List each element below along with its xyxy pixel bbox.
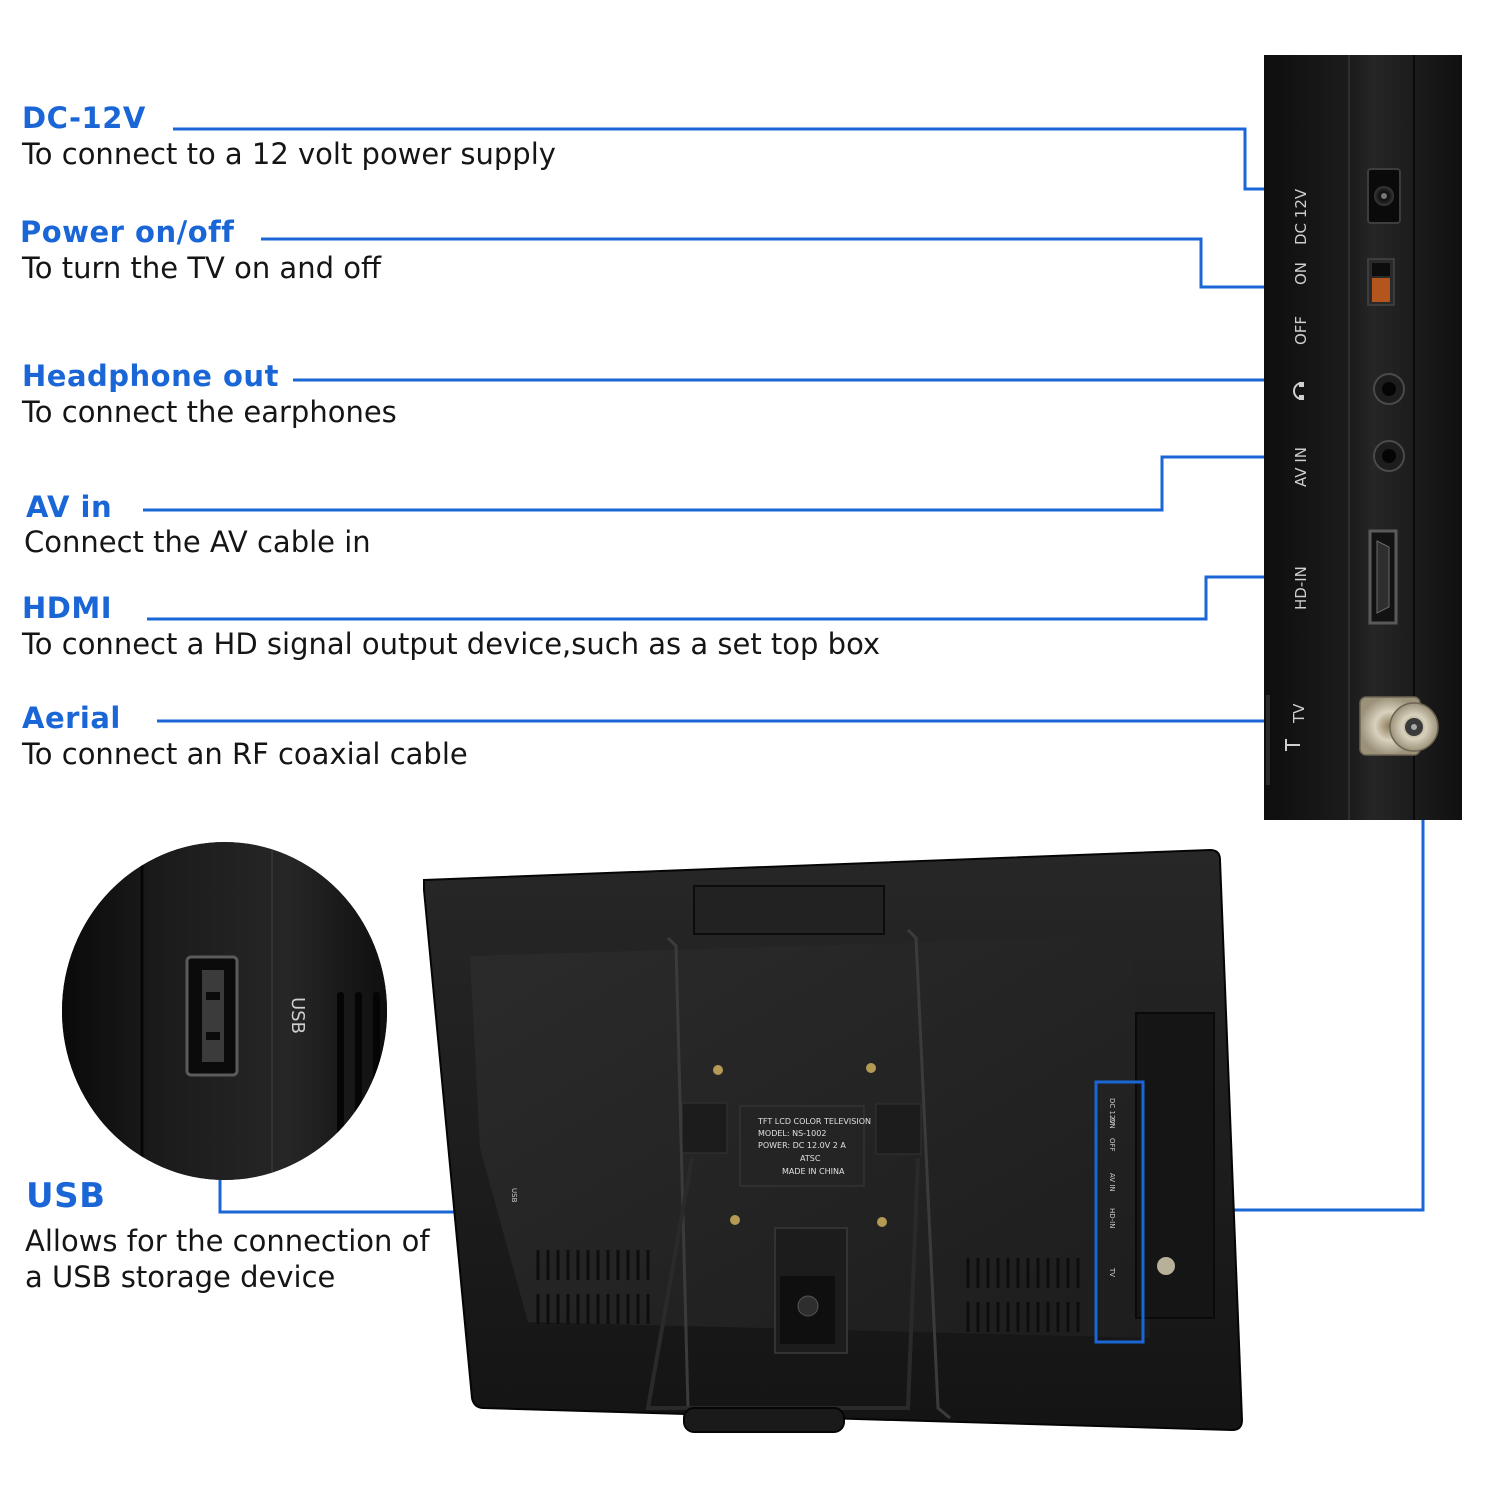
headphone-title: Headphone out: [22, 359, 279, 393]
off-panel-label: OFF: [1292, 316, 1310, 345]
av-jack[interactable]: [1373, 440, 1405, 472]
on-panel-label: ON: [1292, 262, 1310, 285]
usb-desc-line1: Allows for the connection of: [25, 1224, 430, 1258]
power-desc: To turn the TV on and off: [22, 251, 381, 285]
callout-line-panel: [1145, 820, 1425, 1212]
callout-line-usb: [218, 1180, 512, 1214]
tv-tv-label: TV: [1108, 1267, 1116, 1277]
av-desc: Connect the AV cable in: [24, 525, 371, 559]
sticker-line4: ATSC: [800, 1154, 821, 1163]
antenna-icon: [1285, 739, 1300, 751]
hdmi-desc: To connect a HD signal output device,suc…: [22, 627, 881, 661]
tv-port-highlight: [1094, 1080, 1145, 1344]
aerial-desc: To connect an RF coaxial cable: [22, 737, 468, 771]
callout-line-av: [143, 455, 1375, 512]
sticker-line3: POWER: DC 12.0V 2 A: [758, 1141, 846, 1150]
usb-desc-line2: a USB storage device: [25, 1260, 336, 1294]
usb-port-icon[interactable]: [185, 955, 239, 1077]
tv-coax-mini: [1157, 1257, 1175, 1275]
side-port-panel: DC 12V ON OFF AV IN HD-IN TV: [1264, 55, 1462, 820]
sticker-line2: MODEL: NS-1002: [758, 1129, 826, 1138]
tv-back-view: DC 12V ON OFF AV IN HD-IN TV USB TFT LCD…: [423, 848, 1244, 1433]
callout-line-hdmi: [147, 575, 1370, 621]
dc-panel-label: DC 12V: [1292, 188, 1310, 245]
usb-zoom-label: USB: [287, 997, 308, 1034]
power-title: Power on/off: [20, 215, 235, 249]
hd-panel-label: HD-IN: [1292, 566, 1310, 610]
tv-dc-label: DC 12V: [1108, 1098, 1116, 1124]
tv-hd-label: HD-IN: [1108, 1208, 1116, 1228]
tv-on-label: ON: [1108, 1118, 1116, 1129]
usb-title: USB: [26, 1176, 106, 1216]
sticker-line1: TFT LCD COLOR TELEVISION: [757, 1117, 871, 1126]
usb-zoom-circle: USB: [62, 842, 387, 1180]
tv-usb-label: USB: [510, 1188, 518, 1203]
dc-desc: To connect to a 12 volt power supply: [22, 137, 556, 171]
headphone-icon: [1293, 382, 1304, 400]
headphone-desc: To connect the earphones: [22, 395, 397, 429]
tv-panel-label: TV: [1290, 703, 1308, 724]
tv-off-label: OFF: [1108, 1138, 1116, 1152]
tv-av-label: AV IN: [1108, 1173, 1116, 1192]
headphone-jack[interactable]: [1373, 373, 1405, 405]
aerial-title: Aerial: [22, 701, 121, 735]
antenna-coax-port[interactable]: [1359, 696, 1439, 756]
av-title: AV in: [26, 490, 113, 524]
dc-jack-icon: [1367, 168, 1401, 224]
av-panel-label: AV IN: [1292, 447, 1310, 487]
dc-title: DC-12V: [22, 101, 146, 135]
power-switch[interactable]: [1367, 258, 1395, 306]
hdmi-port-icon[interactable]: [1368, 529, 1398, 625]
callout-line-power: [261, 237, 1368, 289]
sticker-line5: MADE IN CHINA: [782, 1167, 845, 1176]
hdmi-title: HDMI: [22, 591, 112, 625]
